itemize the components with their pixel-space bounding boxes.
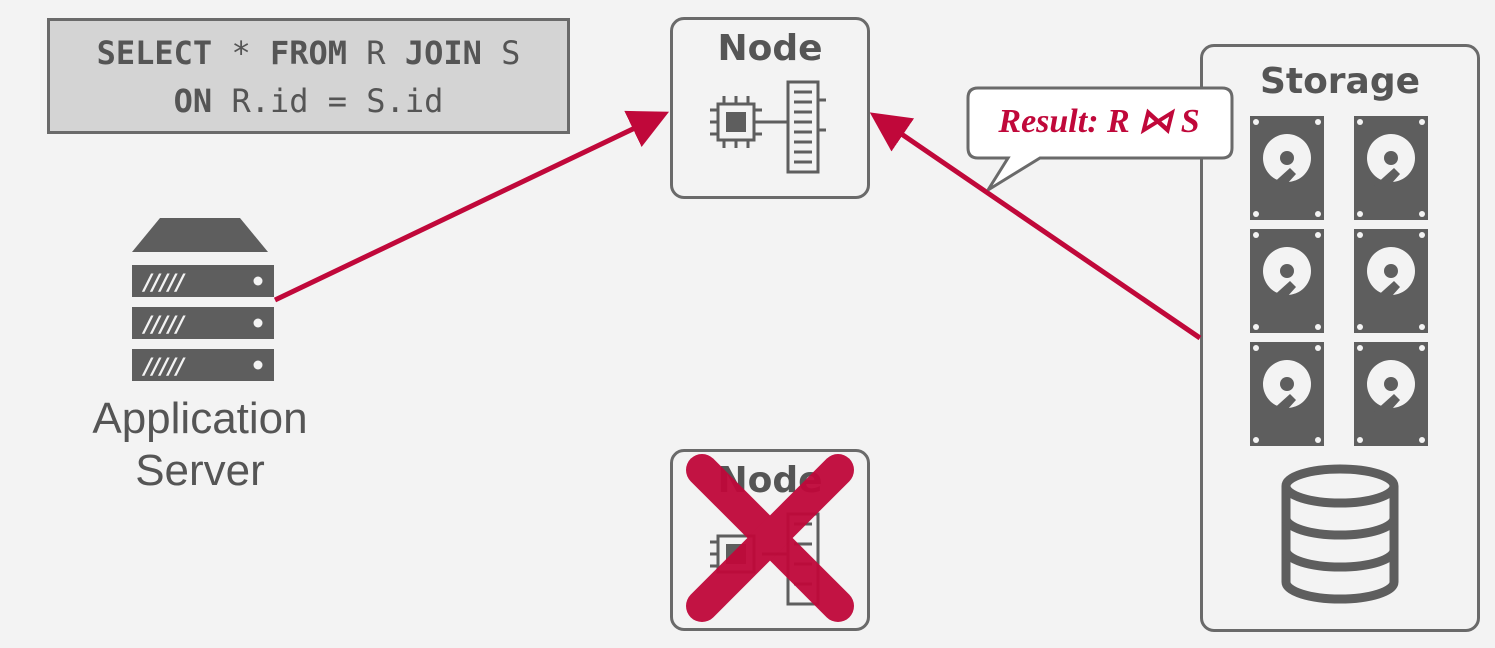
hard-disk-icon xyxy=(1354,116,1428,220)
app-server-label: Application Server xyxy=(40,393,360,497)
sql-keyword: ON xyxy=(173,82,213,120)
node-active-title: Node xyxy=(717,28,823,69)
failure-x-icon xyxy=(686,454,854,622)
sql-keyword: SELECT xyxy=(96,34,213,72)
sql-line-1: SELECT * FROM R JOIN S xyxy=(50,29,567,77)
disk-array-icon xyxy=(1250,116,1428,446)
cpu-memory-icon xyxy=(710,80,826,174)
database-icon xyxy=(1281,464,1399,604)
svg-text://///: ///// xyxy=(141,355,186,380)
sql-keyword: JOIN xyxy=(404,34,482,72)
sql-keyword: FROM xyxy=(269,34,348,72)
node-active: Node xyxy=(670,17,870,199)
app-server-label-line1: Application xyxy=(92,394,308,443)
app-server-label-line2: Server xyxy=(135,446,265,495)
sql-text: R xyxy=(347,34,405,72)
arrow-app-to-node xyxy=(273,110,670,303)
result-callout-text: Result: R ⋈ S xyxy=(998,103,1200,140)
svg-text://///: ///// xyxy=(141,271,186,296)
sql-query-box: SELECT * FROM R JOIN S ON R.id = S.id xyxy=(47,18,570,134)
result-callout xyxy=(966,86,1234,192)
sql-line-2: ON R.id = S.id xyxy=(50,77,567,125)
server-icon: ///// ///// ///// xyxy=(132,218,274,381)
sql-text: R.id = S.id xyxy=(212,82,444,120)
sql-text: S xyxy=(481,34,521,72)
hard-disk-icon xyxy=(1354,229,1428,333)
svg-text://///: ///// xyxy=(141,313,186,338)
hard-disk-icon xyxy=(1250,116,1324,220)
storage-title: Storage xyxy=(1259,61,1421,102)
arrow-storage-to-node xyxy=(869,112,1202,341)
sql-text: * xyxy=(212,34,270,72)
hard-disk-icon xyxy=(1250,229,1324,333)
hard-disk-icon xyxy=(1354,342,1428,446)
hard-disk-icon xyxy=(1250,342,1324,446)
